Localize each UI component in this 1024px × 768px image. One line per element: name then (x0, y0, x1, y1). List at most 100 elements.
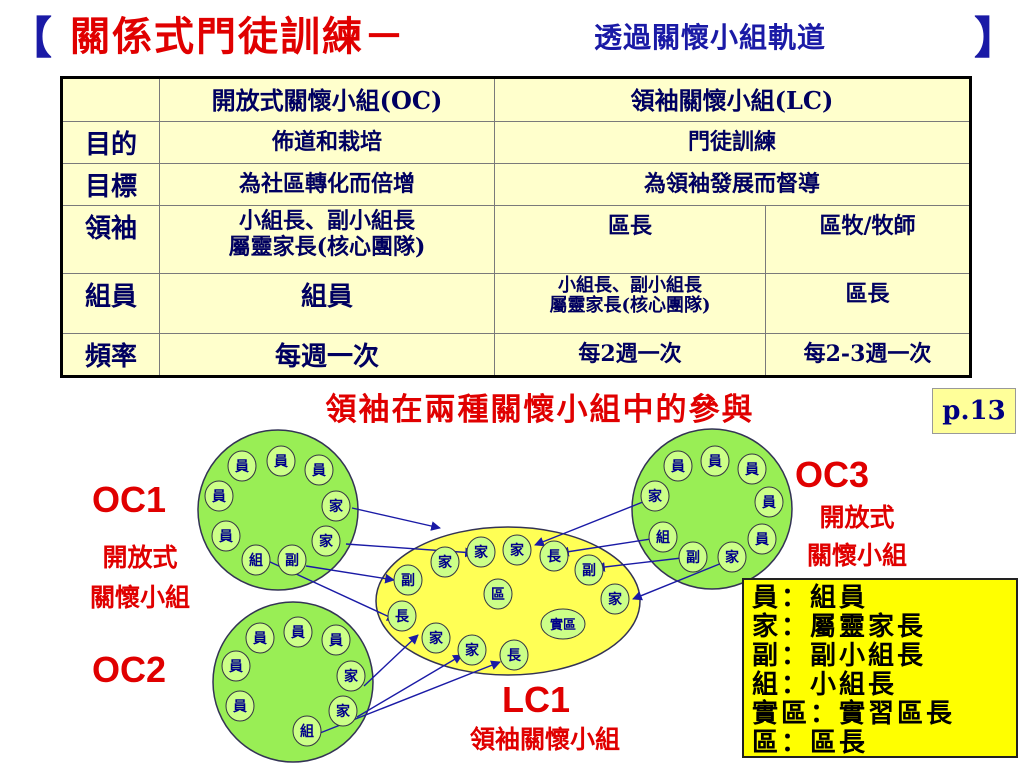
arrow-oc1-deputy (305, 565, 395, 584)
oc3-family-node-label: 家 (725, 549, 740, 566)
oc1-desc-line2: 關懷小組 (90, 583, 190, 612)
page-number-badge: p.13 (932, 388, 1016, 434)
table-row-goal: 目標 為社區轉化而倍增 為領袖發展而督導 (61, 163, 971, 206)
oc2-leader-node-label: 組 (300, 723, 314, 740)
table-header-row: 開放式關懷小組(OC) 領袖關懷小組(LC) (61, 77, 971, 122)
oc2-member-node (321, 624, 351, 656)
lc1-zone-node-label: 區 (491, 587, 505, 603)
frequency-oc: 每週一次 (159, 333, 495, 377)
lc1-desc: 領袖關懷小組 (470, 725, 620, 754)
oc1-family-node (311, 525, 341, 557)
lc1-family-node-label: 家 (465, 642, 480, 659)
members-lc-a-line1: 小組長、副小組長 (558, 275, 702, 296)
oc2-member-node-label: 員 (232, 699, 247, 715)
purpose-oc: 佈道和栽培 (159, 121, 495, 164)
oc2-label: OC2 (92, 649, 166, 690)
oc2-member-node-label: 員 (328, 633, 343, 649)
lc1-zone-leader-node (539, 540, 569, 572)
oc2-family-node-label: 家 (336, 703, 351, 720)
oc1-deputy-node-label: 副 (285, 553, 299, 569)
lc1-label: LC1 (502, 679, 570, 720)
leader-oc-line2: 屬靈家長(核心團隊) (228, 234, 426, 260)
oc1-member-node (204, 480, 234, 512)
table-row-leader: 領袖 小組長、副小組長 屬靈家長(核心團隊) 區長 區牧/牧師 (61, 205, 971, 274)
table-row-purpose: 目的 佈道和栽培 門徒訓練 (61, 121, 971, 164)
title-close-bracket: 】 (974, 13, 1018, 64)
oc3-deputy-node (678, 541, 708, 573)
lc1-family-node-label: 家 (474, 544, 489, 561)
frequency-lc-a: 每2週一次 (494, 333, 766, 377)
role-nodes: 員員員員家員家組副員員員員家員家組員員員家員組員副家家家家長副副區家長實區家家長 (204, 445, 784, 747)
table-row-members: 組員 組員 小組長、副小組長 屬靈家長(核心團隊) 區長 (61, 273, 971, 334)
oc1-member-node (211, 520, 241, 552)
goal-oc: 為社區轉化而倍增 (159, 163, 495, 206)
oc2-family-node (328, 695, 358, 727)
lc1-family-node (421, 622, 451, 654)
table-row-frequency: 頻率 每週一次 每2週一次 每2-3週一次 (61, 333, 971, 377)
oc1-member-node (266, 445, 296, 477)
lc1-zone-node (483, 578, 513, 610)
lc1-deputy-node-label: 副 (582, 563, 596, 579)
lc1-family-node (600, 583, 630, 615)
leader-lc-a: 區長 (494, 205, 766, 274)
arrow-oc1-family1 (351, 507, 441, 531)
oc3-member-node-label: 員 (707, 454, 722, 470)
oc1-member-node-label: 員 (218, 529, 233, 545)
row-label-goal: 目標 (61, 163, 160, 206)
frequency-lc-b: 每2-3週一次 (765, 333, 971, 377)
lc1-zone-leader-node (499, 639, 529, 671)
leader-oc-line1: 小組長、副小組長 (238, 208, 415, 234)
oc3-member-node (700, 445, 730, 477)
lc1-zone-leader-node-label: 長 (547, 549, 562, 565)
legend-intern-zone-leader: 實區：實習區長 (752, 699, 956, 729)
oc2-member-node (225, 690, 255, 722)
oc3-member-node-label: 員 (744, 462, 759, 478)
oc1-member-node-label: 員 (273, 454, 288, 470)
oc1-member-node (304, 454, 334, 486)
header-lc: 領袖關懷小組(LC) (494, 77, 971, 122)
members-lc-b: 區長 (765, 273, 971, 334)
oc2-member-node-label: 員 (252, 631, 267, 647)
row-label-frequency: 頻率 (61, 333, 160, 377)
oc1-label: OC1 (92, 479, 166, 520)
oc3-member-node-label: 員 (670, 459, 685, 475)
oc3-member-node (737, 453, 767, 485)
oc1-family-node (321, 490, 351, 522)
lc1-family-node (430, 546, 460, 578)
lc1-family-node-label: 家 (438, 554, 453, 571)
oc2-family-node (336, 660, 366, 692)
oc3-member-node (663, 450, 693, 482)
legend-spiritual-parent: 家：屬靈家長 (752, 612, 927, 642)
oc1-member-node (227, 450, 257, 482)
lc1-family-node (457, 634, 487, 666)
legend-member: 員：組員 (752, 583, 869, 613)
lc1-deputy-node (393, 564, 423, 596)
lc1-family-node-label: 家 (608, 591, 623, 608)
members-lc-a: 小組長、副小組長 屬靈家長(核心團隊) (494, 273, 766, 334)
arrow-oc2-family1 (363, 634, 419, 687)
lc1-family-node (502, 534, 532, 566)
oc1-deputy-node (277, 544, 307, 576)
oc3-family-node-label: 家 (648, 488, 663, 505)
title-main: 關係式門徒訓練－ (70, 13, 406, 60)
oc1-desc-line1: 開放式 (102, 543, 177, 572)
lc1-zone-leader-node (387, 600, 417, 632)
members-lc-a-line2: 屬靈家長(核心團隊) (549, 295, 711, 316)
oc1-leader-node (241, 544, 271, 576)
row-label-leader: 領袖 (61, 205, 160, 274)
oc3-deputy-node-label: 副 (686, 550, 700, 566)
oc3-member-node-label: 員 (754, 532, 769, 548)
table-corner-cell (61, 77, 160, 122)
purpose-lc: 門徒訓練 (494, 121, 971, 164)
lc1-deputy-node (574, 554, 604, 586)
legend-zone-leader: 區：區長 (752, 728, 869, 758)
title-open-bracket: 【 (8, 13, 52, 64)
oc3-member-node-label: 員 (761, 495, 776, 511)
lc1-family-node-label: 家 (510, 542, 525, 559)
oc2-member-node (245, 622, 275, 654)
oc2-leader-node (292, 715, 322, 747)
oc2-member-node-label: 員 (228, 659, 243, 675)
diagram-heading: 領袖在兩種關懷小組中的參與 (326, 392, 755, 428)
oc3-family-node (640, 480, 670, 512)
goal-lc: 為領袖發展而督導 (494, 163, 971, 206)
